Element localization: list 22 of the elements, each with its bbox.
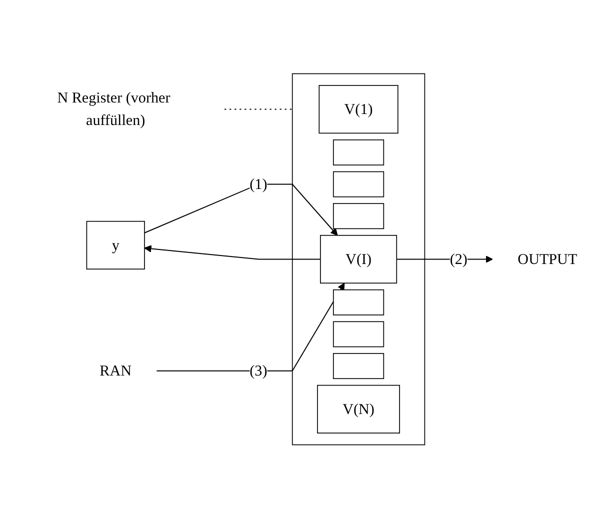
connector bbox=[224, 109, 292, 110]
arrow bbox=[396, 256, 493, 264]
node-box bbox=[332, 321, 384, 348]
node-box bbox=[332, 172, 384, 198]
arrow bbox=[144, 245, 320, 260]
node-box: y bbox=[86, 221, 145, 270]
edge-label: (3) bbox=[250, 362, 268, 380]
node-box: V(1) bbox=[318, 85, 398, 134]
node-box bbox=[332, 203, 384, 230]
node-box bbox=[332, 290, 384, 316]
edge-label: (2) bbox=[450, 250, 468, 268]
node-box bbox=[332, 353, 384, 380]
arrow bbox=[144, 184, 338, 236]
node-box: V(I) bbox=[320, 235, 398, 284]
cluster bbox=[292, 74, 426, 446]
node-box bbox=[332, 140, 384, 166]
node-text: OUTPUT bbox=[518, 250, 578, 268]
node-text: N Register (vorher auffüllen) bbox=[57, 89, 170, 129]
arrow bbox=[156, 283, 345, 372]
node-text: RAN bbox=[100, 362, 132, 380]
node-box: V(N) bbox=[317, 385, 400, 434]
edge-label: (1) bbox=[250, 176, 268, 192]
